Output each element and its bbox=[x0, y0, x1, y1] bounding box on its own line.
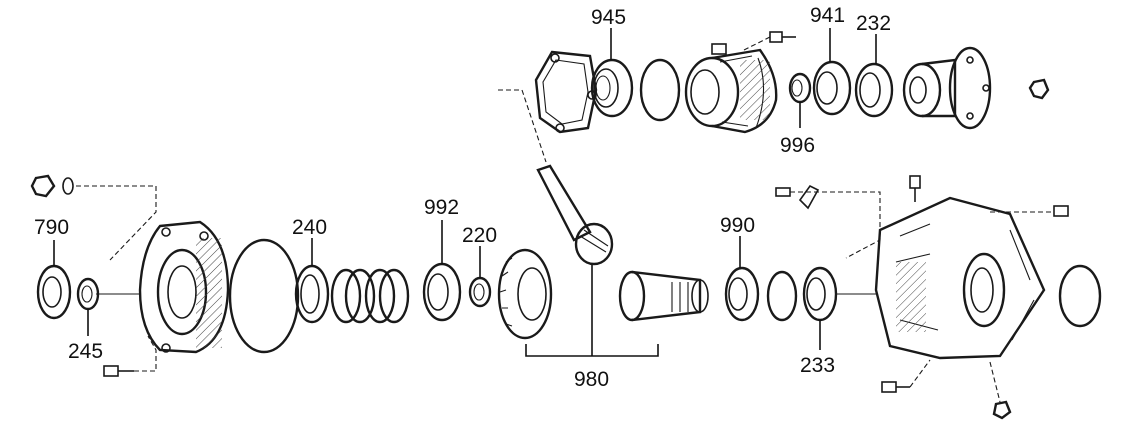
front-cover bbox=[138, 220, 230, 354]
oring-top bbox=[639, 58, 681, 122]
callout-240: 240 bbox=[292, 216, 327, 239]
bearing-945 bbox=[590, 58, 634, 118]
callout-245: 245 bbox=[68, 340, 103, 363]
oring-right bbox=[766, 270, 798, 322]
case-pins bbox=[775, 175, 1069, 259]
bolt-left bbox=[103, 335, 157, 377]
clutch-plates bbox=[330, 268, 410, 324]
bracket-980 bbox=[525, 265, 659, 357]
ring-240 bbox=[294, 264, 330, 324]
callout-233: 233 bbox=[800, 354, 835, 377]
bolt-top bbox=[743, 31, 796, 51]
leader-lines bbox=[53, 28, 877, 350]
callout-992: 992 bbox=[424, 196, 459, 219]
nut-top bbox=[1028, 78, 1050, 100]
callout-941: 941 bbox=[810, 4, 845, 27]
callout-980: 980 bbox=[574, 368, 609, 391]
large-oring bbox=[228, 238, 300, 354]
pinion-shaft bbox=[498, 89, 614, 266]
drive-pinion-980 bbox=[618, 270, 709, 322]
bolt-rear bbox=[881, 359, 1012, 420]
companion-flange bbox=[902, 46, 992, 130]
bearing-996 bbox=[788, 72, 812, 104]
hex-gasket-top bbox=[534, 50, 598, 134]
callout-220: 220 bbox=[462, 224, 497, 247]
bearing-990 bbox=[724, 266, 760, 322]
ring-gear bbox=[497, 248, 553, 340]
seal-790 bbox=[36, 264, 72, 320]
bearing-941 bbox=[812, 60, 852, 116]
seal-232 bbox=[854, 62, 894, 118]
rear-case bbox=[874, 196, 1046, 360]
bearing-233 bbox=[802, 266, 838, 322]
callout-232: 232 bbox=[856, 12, 891, 35]
callout-945: 945 bbox=[591, 6, 626, 29]
washer-220 bbox=[468, 276, 492, 308]
callout-990: 990 bbox=[720, 214, 755, 237]
callout-790: 790 bbox=[34, 216, 69, 239]
callout-996: 996 bbox=[780, 134, 815, 157]
rear-oring bbox=[1058, 264, 1102, 328]
bearing-992 bbox=[422, 262, 462, 322]
top-housing bbox=[684, 43, 778, 134]
nut-left bbox=[30, 174, 157, 261]
